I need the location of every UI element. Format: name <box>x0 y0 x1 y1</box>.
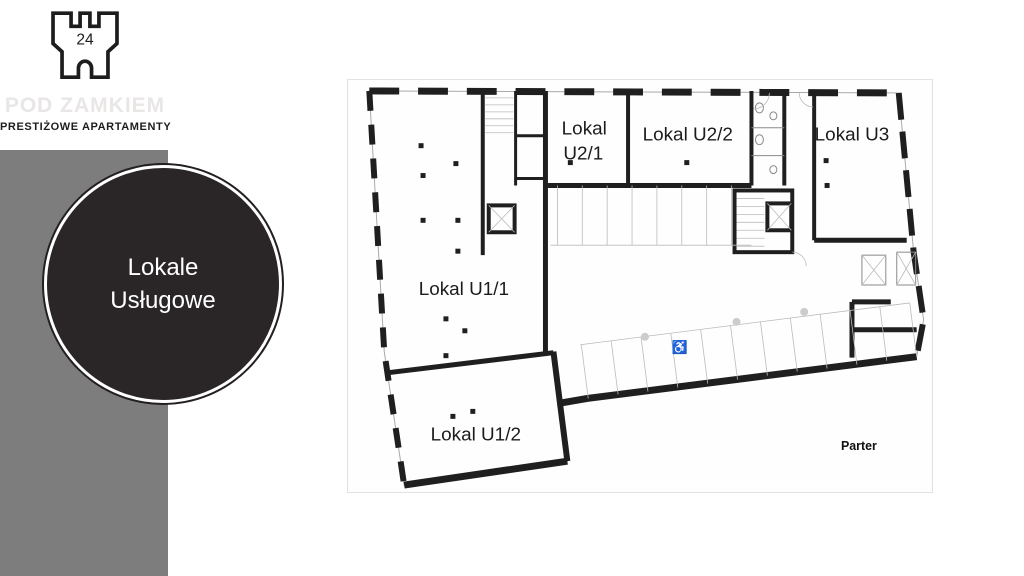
floorplan-panel: ♿ <box>347 79 933 493</box>
round-column <box>800 307 809 316</box>
round-column <box>640 332 649 341</box>
floorplan-drawing: ♿ <box>366 87 927 489</box>
stairs <box>484 97 765 247</box>
round-column <box>732 317 741 326</box>
label-lokal-u3: Lokal U3 <box>815 125 890 146</box>
castle-icon: 24 <box>51 11 119 80</box>
brand-watermark: POD ZAMKIEM <box>4 94 166 117</box>
plan-details <box>640 92 814 341</box>
label-lokal-u2-2: Lokal U2/2 <box>643 125 733 146</box>
logo-number: 24 <box>76 31 94 48</box>
brand-logo-block: 24 POD ZAMKIEM PRESTIŻOWE APARTAMENTY <box>0 0 172 150</box>
label-lokal-u2-1-line1: Lokal <box>562 119 607 140</box>
unit-labels: Lokal U2/1 Lokal U2/2 Lokal U3 Lokal U1/… <box>419 119 890 453</box>
interior-walls <box>388 90 917 376</box>
section-badge: Lokale Usługowe <box>44 165 282 403</box>
label-lokal-u2-1-line2: U2/1 <box>563 144 603 165</box>
outer-walls <box>366 87 927 489</box>
disabled-parking-icon: ♿ <box>672 340 688 355</box>
columns <box>418 143 830 419</box>
elevator-shafts <box>486 201 917 286</box>
label-lokal-u1-1: Lokal U1/1 <box>419 279 509 300</box>
brand-tagline: PRESTIŻOWE APARTAMENTY <box>0 121 172 133</box>
parking-stalls: ♿ <box>550 185 918 399</box>
floor-label: Parter <box>841 439 877 453</box>
section-title: Lokale Usługowe <box>110 253 216 314</box>
label-lokal-u1-2: Lokal U1/2 <box>431 424 521 445</box>
